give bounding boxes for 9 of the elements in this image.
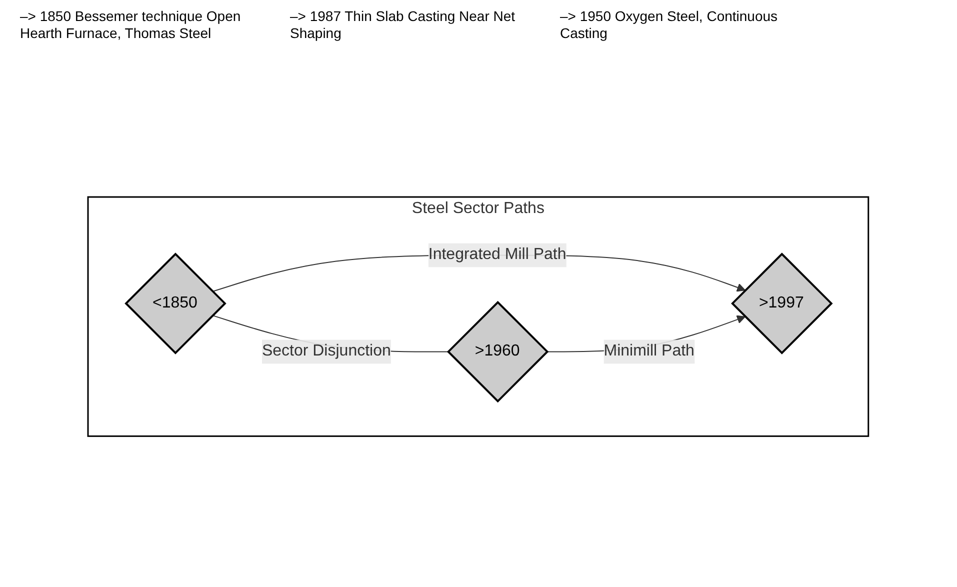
node-diamond: <1850 [124, 253, 227, 355]
node-diamond: >1960 [447, 301, 550, 403]
edge-label: Integrated Mill Path [428, 246, 567, 264]
edge-label: Minimill Path [604, 343, 695, 360]
note-text: –> 1850 Bessemer technique Open Hearth Furnace, Thomas Steel [20, 8, 242, 43]
edge-label: Sector Disjunction [262, 343, 392, 360]
note-text: –> 1950 Oxygen Steel, Continuous Casting [560, 8, 779, 43]
node-diamond: >1997 [731, 253, 834, 355]
note-text: –> 1987 Thin Slab Casting Near Net Shaping [290, 8, 516, 43]
